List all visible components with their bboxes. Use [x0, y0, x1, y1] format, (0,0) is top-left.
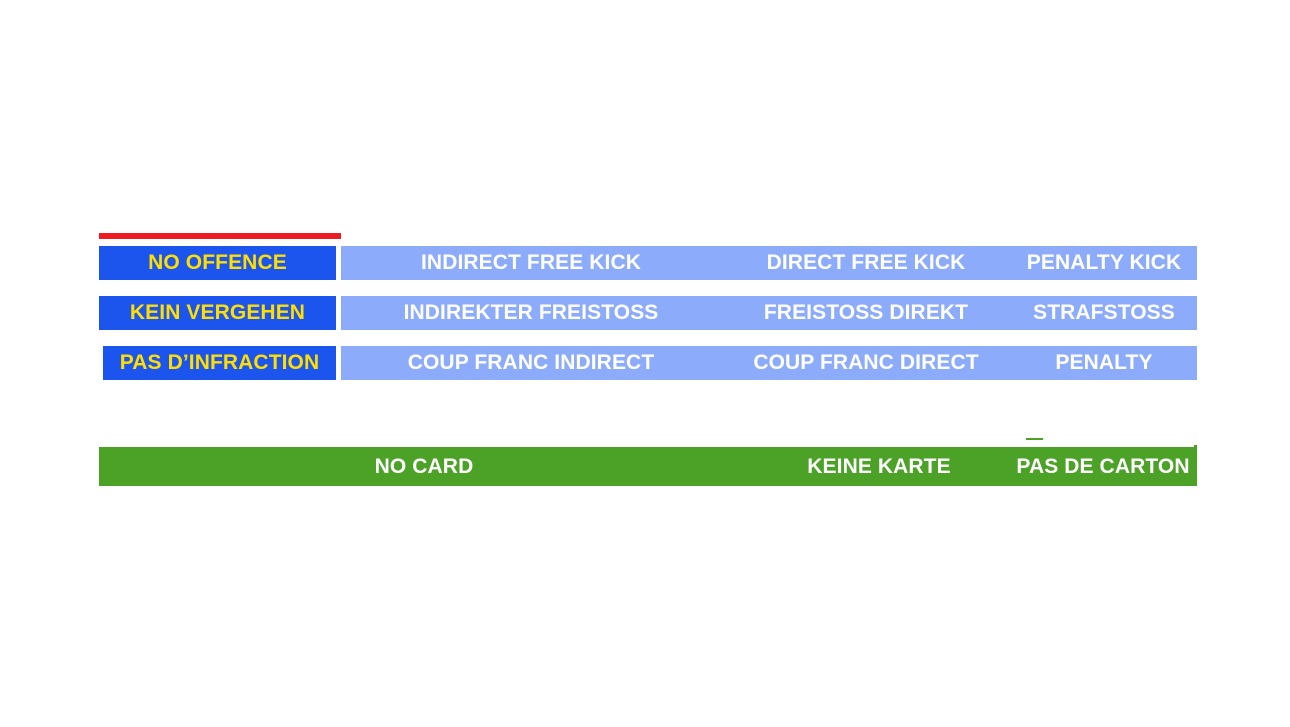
card-cell-keine-karte[interactable]: KEINE KARTE [807, 455, 951, 478]
option-indirect-free-kick[interactable]: INDIRECT FREE KICK [421, 251, 641, 274]
red-accent-bar [99, 233, 341, 239]
option-indirekter-freistoss[interactable]: INDIREKTER FREISTOSS [403, 301, 659, 324]
card-strip-top-rule [99, 447, 1197, 448]
option-direct-free-kick[interactable]: DIRECT FREE KICK [766, 251, 966, 274]
row-label-kein-vergehen[interactable]: KEIN VERGEHEN [99, 296, 336, 330]
table-row: PAS D’INFRACTION COUP FRANC INDIRECT COU… [99, 346, 1197, 380]
table-row: NO OFFENCE INDIRECT FREE KICK DIRECT FRE… [99, 246, 1197, 280]
row-options-french: COUP FRANC INDIRECT COUP FRANC DIRECT PE… [341, 346, 1197, 380]
card-strip-tick-mark [1026, 438, 1043, 440]
row-options-german: INDIREKTER FREISTOSS FREISTOSS DIREKT ST… [341, 296, 1197, 330]
table-row: KEIN VERGEHEN INDIREKTER FREISTOSS FREIS… [99, 296, 1197, 330]
card-strip-corner-dot [1194, 445, 1197, 448]
option-coup-franc-direct[interactable]: COUP FRANC DIRECT [753, 351, 979, 374]
row-label-no-offence[interactable]: NO OFFENCE [99, 246, 336, 280]
card-cell-no-card[interactable]: NO CARD [374, 455, 474, 478]
option-freistoss-direkt[interactable]: FREISTOSS DIREKT [763, 301, 969, 324]
option-coup-franc-indirect[interactable]: COUP FRANC INDIRECT [407, 351, 655, 374]
card-cell-pas-de-carton[interactable]: PAS DE CARTON [1016, 455, 1190, 478]
option-penalty[interactable]: PENALTY [1055, 351, 1153, 374]
card-strip: NO CARD KEINE KARTE PAS DE CARTON [99, 448, 1197, 486]
option-penalty-kick[interactable]: PENALTY KICK [1026, 251, 1182, 274]
row-label-pas-dinfraction[interactable]: PAS D’INFRACTION [103, 346, 336, 380]
option-strafstoss[interactable]: STRAFSTOSS [1033, 301, 1175, 324]
row-options-english: INDIRECT FREE KICK DIRECT FREE KICK PENA… [341, 246, 1197, 280]
